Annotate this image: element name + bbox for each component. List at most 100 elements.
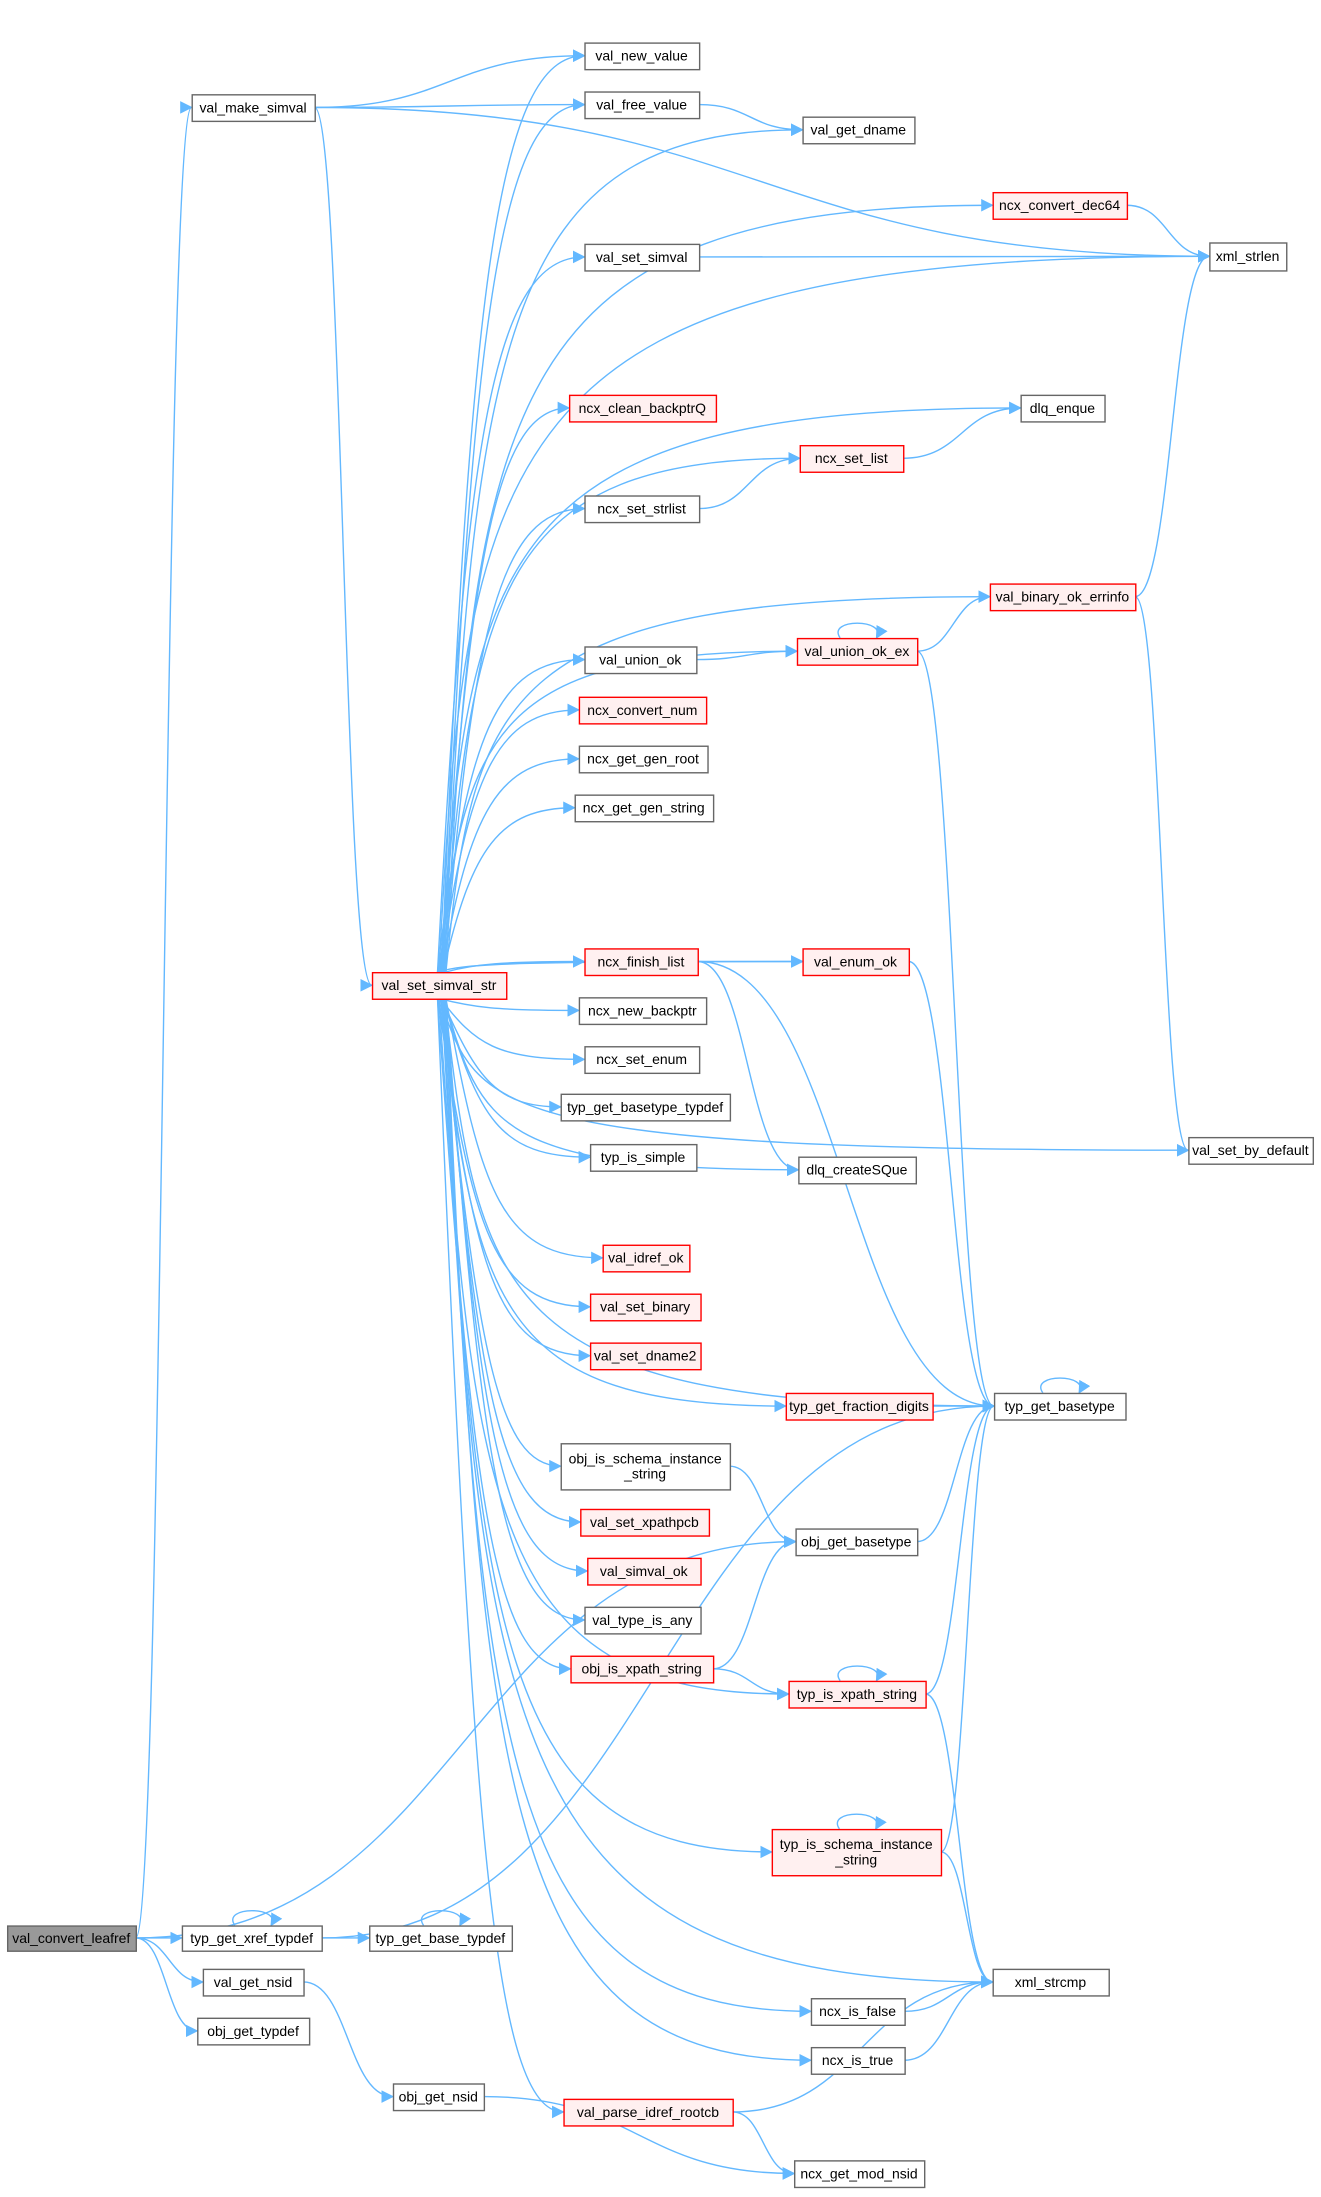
node-box	[589, 1342, 702, 1371]
node-ncx-convert-num[interactable]: ncx_convert_num	[578, 696, 708, 725]
node-label: obj_is_schema_instance	[569, 1450, 722, 1466]
node-ncx-new-backptr[interactable]: ncx_new_backptr	[578, 997, 708, 1026]
node-box	[589, 1143, 698, 1172]
node-obj-get-nsid[interactable]: obj_get_nsid	[392, 2083, 486, 2112]
edge-val_union_ok_ex-to-val_binary_ok_errinfo	[917, 590, 991, 652]
edge-val_free_value-to-val_get_dname	[698, 103, 804, 137]
node-val-set-simval-str[interactable]: val_set_simval_str	[371, 971, 508, 1000]
edge-val_set_simval_str-to-val_parse_idref_rootcb	[436, 998, 565, 2119]
node-dlq-enque[interactable]: dlq_enque	[1020, 394, 1106, 423]
node-ncx-get-gen-root[interactable]: ncx_get_gen_root	[578, 745, 709, 774]
node-val-set-dname2[interactable]: val_set_dname2	[589, 1342, 702, 1371]
edge-val_make_simval-to-val_new_value	[314, 49, 586, 109]
node-ncx-is-false[interactable]: ncx_is_false	[810, 1998, 906, 2026]
node-xml-strlen[interactable]: xml_strlen	[1209, 242, 1288, 272]
node-typ-get-fraction-digits[interactable]: typ_get_fraction_digits	[785, 1392, 934, 1421]
node-label: val_enum_ok	[814, 953, 897, 969]
node-box	[580, 1508, 711, 1537]
edge-ncx_finish_list-to-dlq_createSQue	[697, 960, 800, 1177]
node-box	[992, 1968, 1110, 1997]
node-box	[191, 94, 316, 123]
node-val-free-value[interactable]: val_free_value	[584, 91, 701, 120]
node-val-set-xpathpcb[interactable]: val_set_xpathpcb	[580, 1508, 711, 1537]
edge-typ_get_base_typdef-to-typ_get_base_typdef	[420, 1910, 471, 1927]
node-xml-strcmp[interactable]: xml_strcmp	[992, 1968, 1110, 1997]
node-val-get-nsid[interactable]: val_get_nsid	[202, 1968, 305, 1997]
node-label: ncx_set_strlist	[597, 500, 686, 516]
edge-val_make_simval-to-val_free_value	[314, 98, 586, 111]
node-label: ncx_get_gen_root	[587, 751, 699, 767]
node-box	[785, 1392, 934, 1421]
node-ncx-set-enum[interactable]: ncx_set_enum	[584, 1046, 701, 1075]
node-val-simval-ok[interactable]: val_simval_ok	[587, 1557, 702, 1586]
node-label: val_set_simval_str	[381, 977, 496, 993]
node-val-get-dname[interactable]: val_get_dname	[802, 116, 916, 145]
node-ncx-get-mod-nsid[interactable]: ncx_get_mod_nsid	[793, 2160, 926, 2189]
node-ncx-get-gen-string[interactable]: ncx_get_gen_string	[574, 794, 715, 823]
node-val-parse-idref-rootcb[interactable]: val_parse_idref_rootcb	[563, 2098, 734, 2127]
node-label: typ_get_xref_typdef	[190, 1930, 313, 1946]
node-val-make-simval[interactable]: val_make_simval	[191, 94, 316, 123]
node-obj-get-typdef[interactable]: obj_get_typdef	[197, 2017, 311, 2046]
node-box	[793, 2160, 926, 2189]
edges-layer	[134, 49, 1211, 2180]
node-ncx-clean-backptrQ[interactable]: ncx_clean_backptrQ	[568, 394, 718, 423]
node-ncx-set-strlist[interactable]: ncx_set_strlist	[584, 495, 701, 524]
node-dlq-createSQue[interactable]: dlq_createSQue	[798, 1156, 918, 1185]
edge-val_convert_leafref-to-obj_get_basetype	[135, 1535, 797, 1939]
node-label: ncx_new_backptr	[588, 1002, 697, 1018]
node-obj-is-schema-instance-string[interactable]: obj_is_schema_instance_string	[560, 1443, 732, 1491]
node-label: obj_is_xpath_string	[581, 1661, 701, 1677]
node-ncx-is-true[interactable]: ncx_is_true	[810, 2046, 906, 2075]
node-box	[802, 116, 916, 145]
edge-val_set_simval_str-to-ncx_get_gen_string	[442, 801, 576, 973]
node-box	[197, 2017, 311, 2046]
node-val-type-is-any[interactable]: val_type_is_any	[584, 1606, 702, 1635]
node-val-binary-ok-errinfo[interactable]: val_binary_ok_errinfo	[989, 583, 1137, 612]
edge-val_set_simval_str-to-val_set_by_default	[439, 998, 1190, 1157]
node-typ-is-xpath-string[interactable]: typ_is_xpath_string	[788, 1680, 927, 1709]
node-label: val_set_dname2	[594, 1348, 697, 1364]
edge-typ_is_schema_instance_string-to-xml_strcmp	[940, 1851, 994, 1989]
edge-val_set_simval_str-to-ncx_clean_backptrQ	[441, 401, 571, 973]
node-val-idref-ok[interactable]: val_idref_ok	[602, 1244, 691, 1273]
node-ncx-convert-dec64[interactable]: ncx_convert_dec64	[992, 191, 1129, 220]
node-typ-is-simple[interactable]: typ_is_simple	[589, 1143, 698, 1172]
node-val-enum-ok[interactable]: val_enum_ok	[802, 948, 911, 977]
node-typ-is-schema-instance-string[interactable]: typ_is_schema_instance_string	[771, 1828, 943, 1877]
node-typ-get-basetype[interactable]: typ_get_basetype	[993, 1392, 1127, 1421]
edge-typ_is_schema_instance_string-to-typ_get_basetype	[940, 1399, 996, 1853]
edge-val_union_ok-to-val_union_ok_ex	[696, 644, 799, 661]
node-ncx-finish-list[interactable]: ncx_finish_list	[584, 948, 699, 977]
node-ncx-set-list[interactable]: ncx_set_list	[799, 444, 905, 473]
edge-val_set_simval_str-to-ncx_set_strlist	[443, 502, 586, 973]
node-box	[602, 1244, 691, 1273]
node-val-new-value[interactable]: val_new_value	[584, 42, 701, 71]
node-obj-get-basetype[interactable]: obj_get_basetype	[795, 1528, 919, 1557]
node-box	[771, 1828, 943, 1877]
edge-ncx_set_list-to-dlq_enque	[903, 401, 1022, 459]
node-box	[392, 2083, 486, 2112]
edge-val_binary_ok_errinfo-to-xml_strlen	[1134, 250, 1211, 598]
node-val-union-ok-ex[interactable]: val_union_ok_ex	[796, 637, 919, 666]
edge-val_set_simval_str-to-typ_is_schema_instance_string	[441, 998, 773, 1859]
node-box	[6, 1925, 137, 1952]
node-label: ncx_set_enum	[596, 1051, 687, 1067]
node-val-union-ok[interactable]: val_union_ok	[584, 646, 698, 675]
node-label: typ_is_simple	[601, 1149, 686, 1165]
node-box	[584, 42, 701, 71]
node-typ-get-basetype-typdef[interactable]: typ_get_basetype_typdef	[560, 1093, 732, 1122]
node-label: ncx_clean_backptrQ	[579, 400, 706, 416]
node-val-convert-leafref[interactable]: val_convert_leafref	[6, 1925, 137, 1952]
edge-typ_is_xpath_string-to-xml_strcmp	[925, 1693, 994, 1989]
node-typ-get-xref-typdef[interactable]: typ_get_xref_typdef	[181, 1925, 323, 1952]
node-val-set-binary[interactable]: val_set_binary	[589, 1293, 702, 1322]
node-typ-get-base-typdef[interactable]: typ_get_base_typdef	[369, 1925, 514, 1952]
node-box	[202, 1968, 305, 1997]
node-val-set-simval[interactable]: val_set_simval	[584, 243, 701, 272]
edge-val_union_ok_ex-to-val_union_ok_ex	[837, 622, 888, 639]
node-val-set-by-default[interactable]: val_set_by_default	[1188, 1136, 1315, 1165]
edge-typ_get_basetype-to-typ_get_basetype	[1040, 1377, 1091, 1394]
node-obj-is-xpath-string[interactable]: obj_is_xpath_string	[570, 1655, 715, 1684]
